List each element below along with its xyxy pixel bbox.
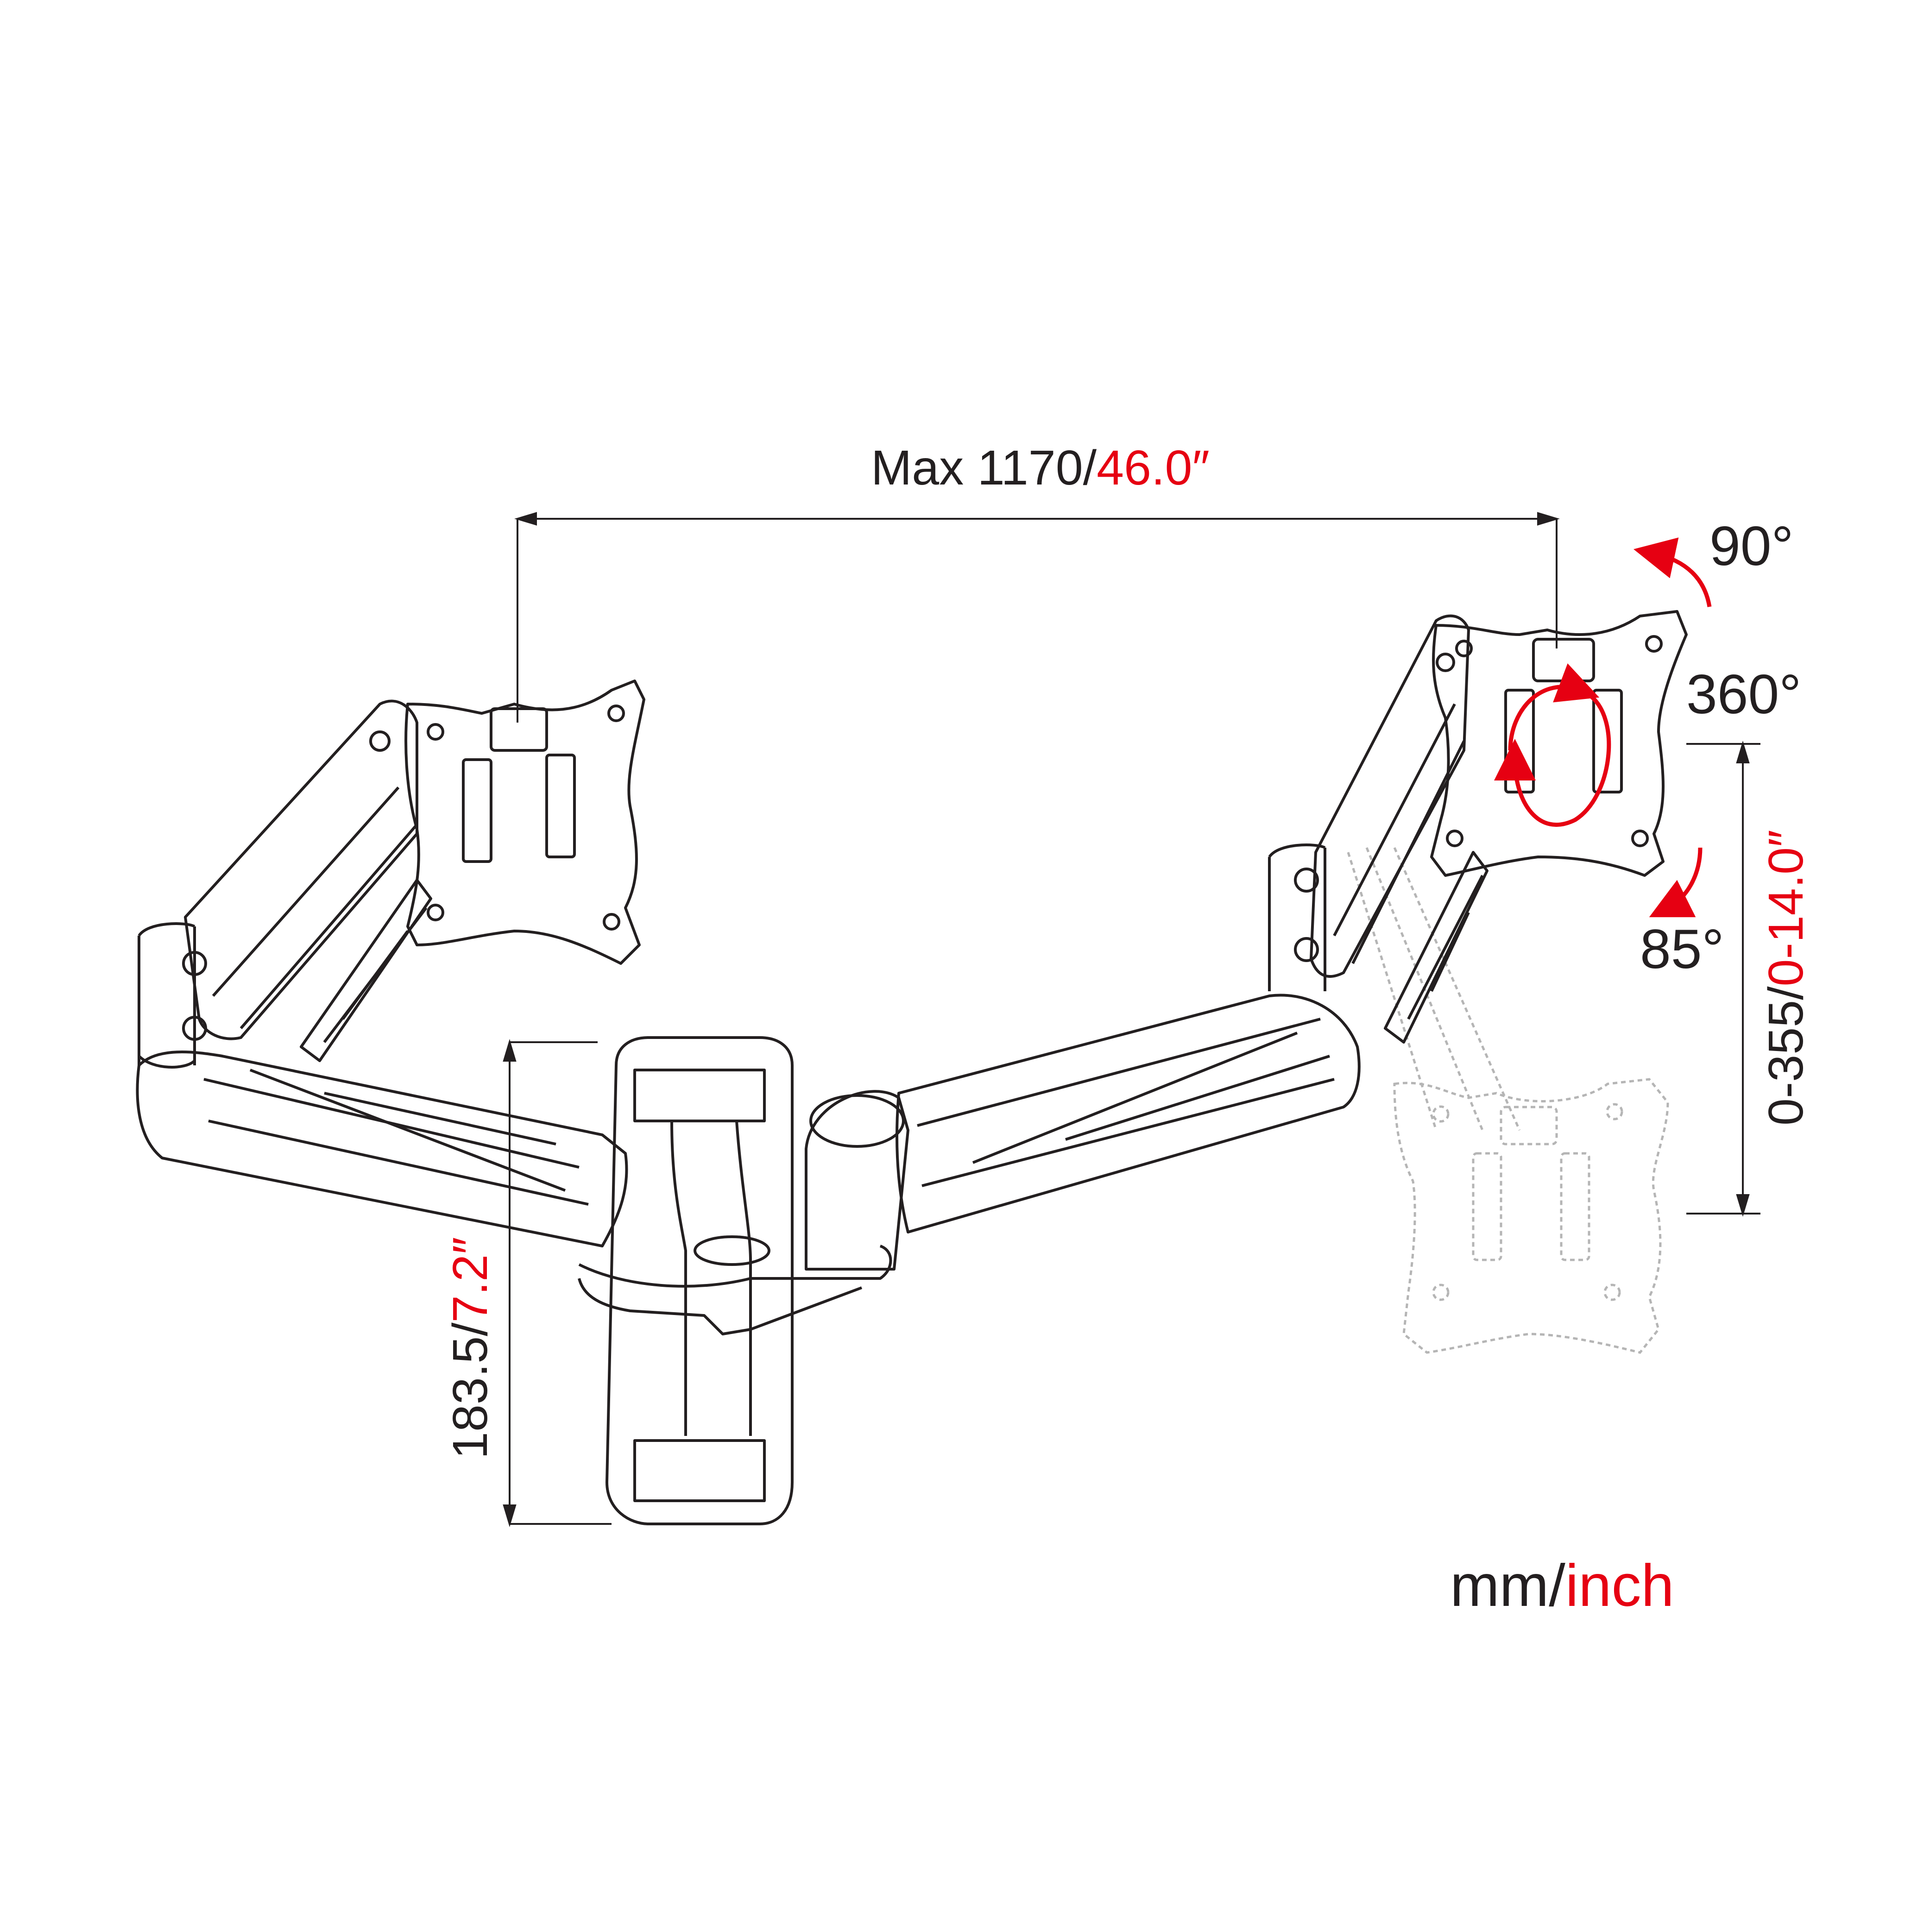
left-arm xyxy=(136,680,645,1247)
right-vesa-plate xyxy=(1430,610,1688,877)
wall-plate xyxy=(605,1036,794,1525)
vertical-travel-label: 0-355/0-14.0″ xyxy=(1758,830,1814,1126)
tilt-up-arrow xyxy=(1634,537,1712,607)
units-mm: mm/ xyxy=(1450,1553,1565,1619)
tilt-down-arrow xyxy=(1649,847,1703,918)
tilt-down-label: 85° xyxy=(1640,918,1724,980)
wall-mount-hub xyxy=(578,1036,892,1525)
height-inch: 7.2″ xyxy=(443,1237,498,1323)
tilt-up-label: 90° xyxy=(1709,515,1794,577)
rotate-label: 360° xyxy=(1686,663,1802,725)
right-arm xyxy=(805,610,1688,1271)
tilt-arrows xyxy=(1634,537,1712,918)
units-inch: inch xyxy=(1565,1553,1674,1619)
height-dimension-label: 183.5/7.2″ xyxy=(442,1237,498,1459)
left-vesa-plate xyxy=(404,680,645,965)
width-dimension-label: Max 1170/46.0″ xyxy=(871,440,1210,496)
width-inch: 46.0″ xyxy=(1097,441,1210,495)
dimension-lines xyxy=(503,512,1760,1527)
travel-mm: 0-355/ xyxy=(1759,986,1813,1126)
rotation-indicator xyxy=(1494,663,1611,827)
ghost-vesa-plate xyxy=(1347,847,1669,1354)
height-mm: 183.5/ xyxy=(443,1322,498,1459)
units-label: mm/inch xyxy=(1450,1552,1674,1620)
width-mm: Max 1170/ xyxy=(871,441,1097,495)
travel-inch: 0-14.0″ xyxy=(1759,830,1813,987)
